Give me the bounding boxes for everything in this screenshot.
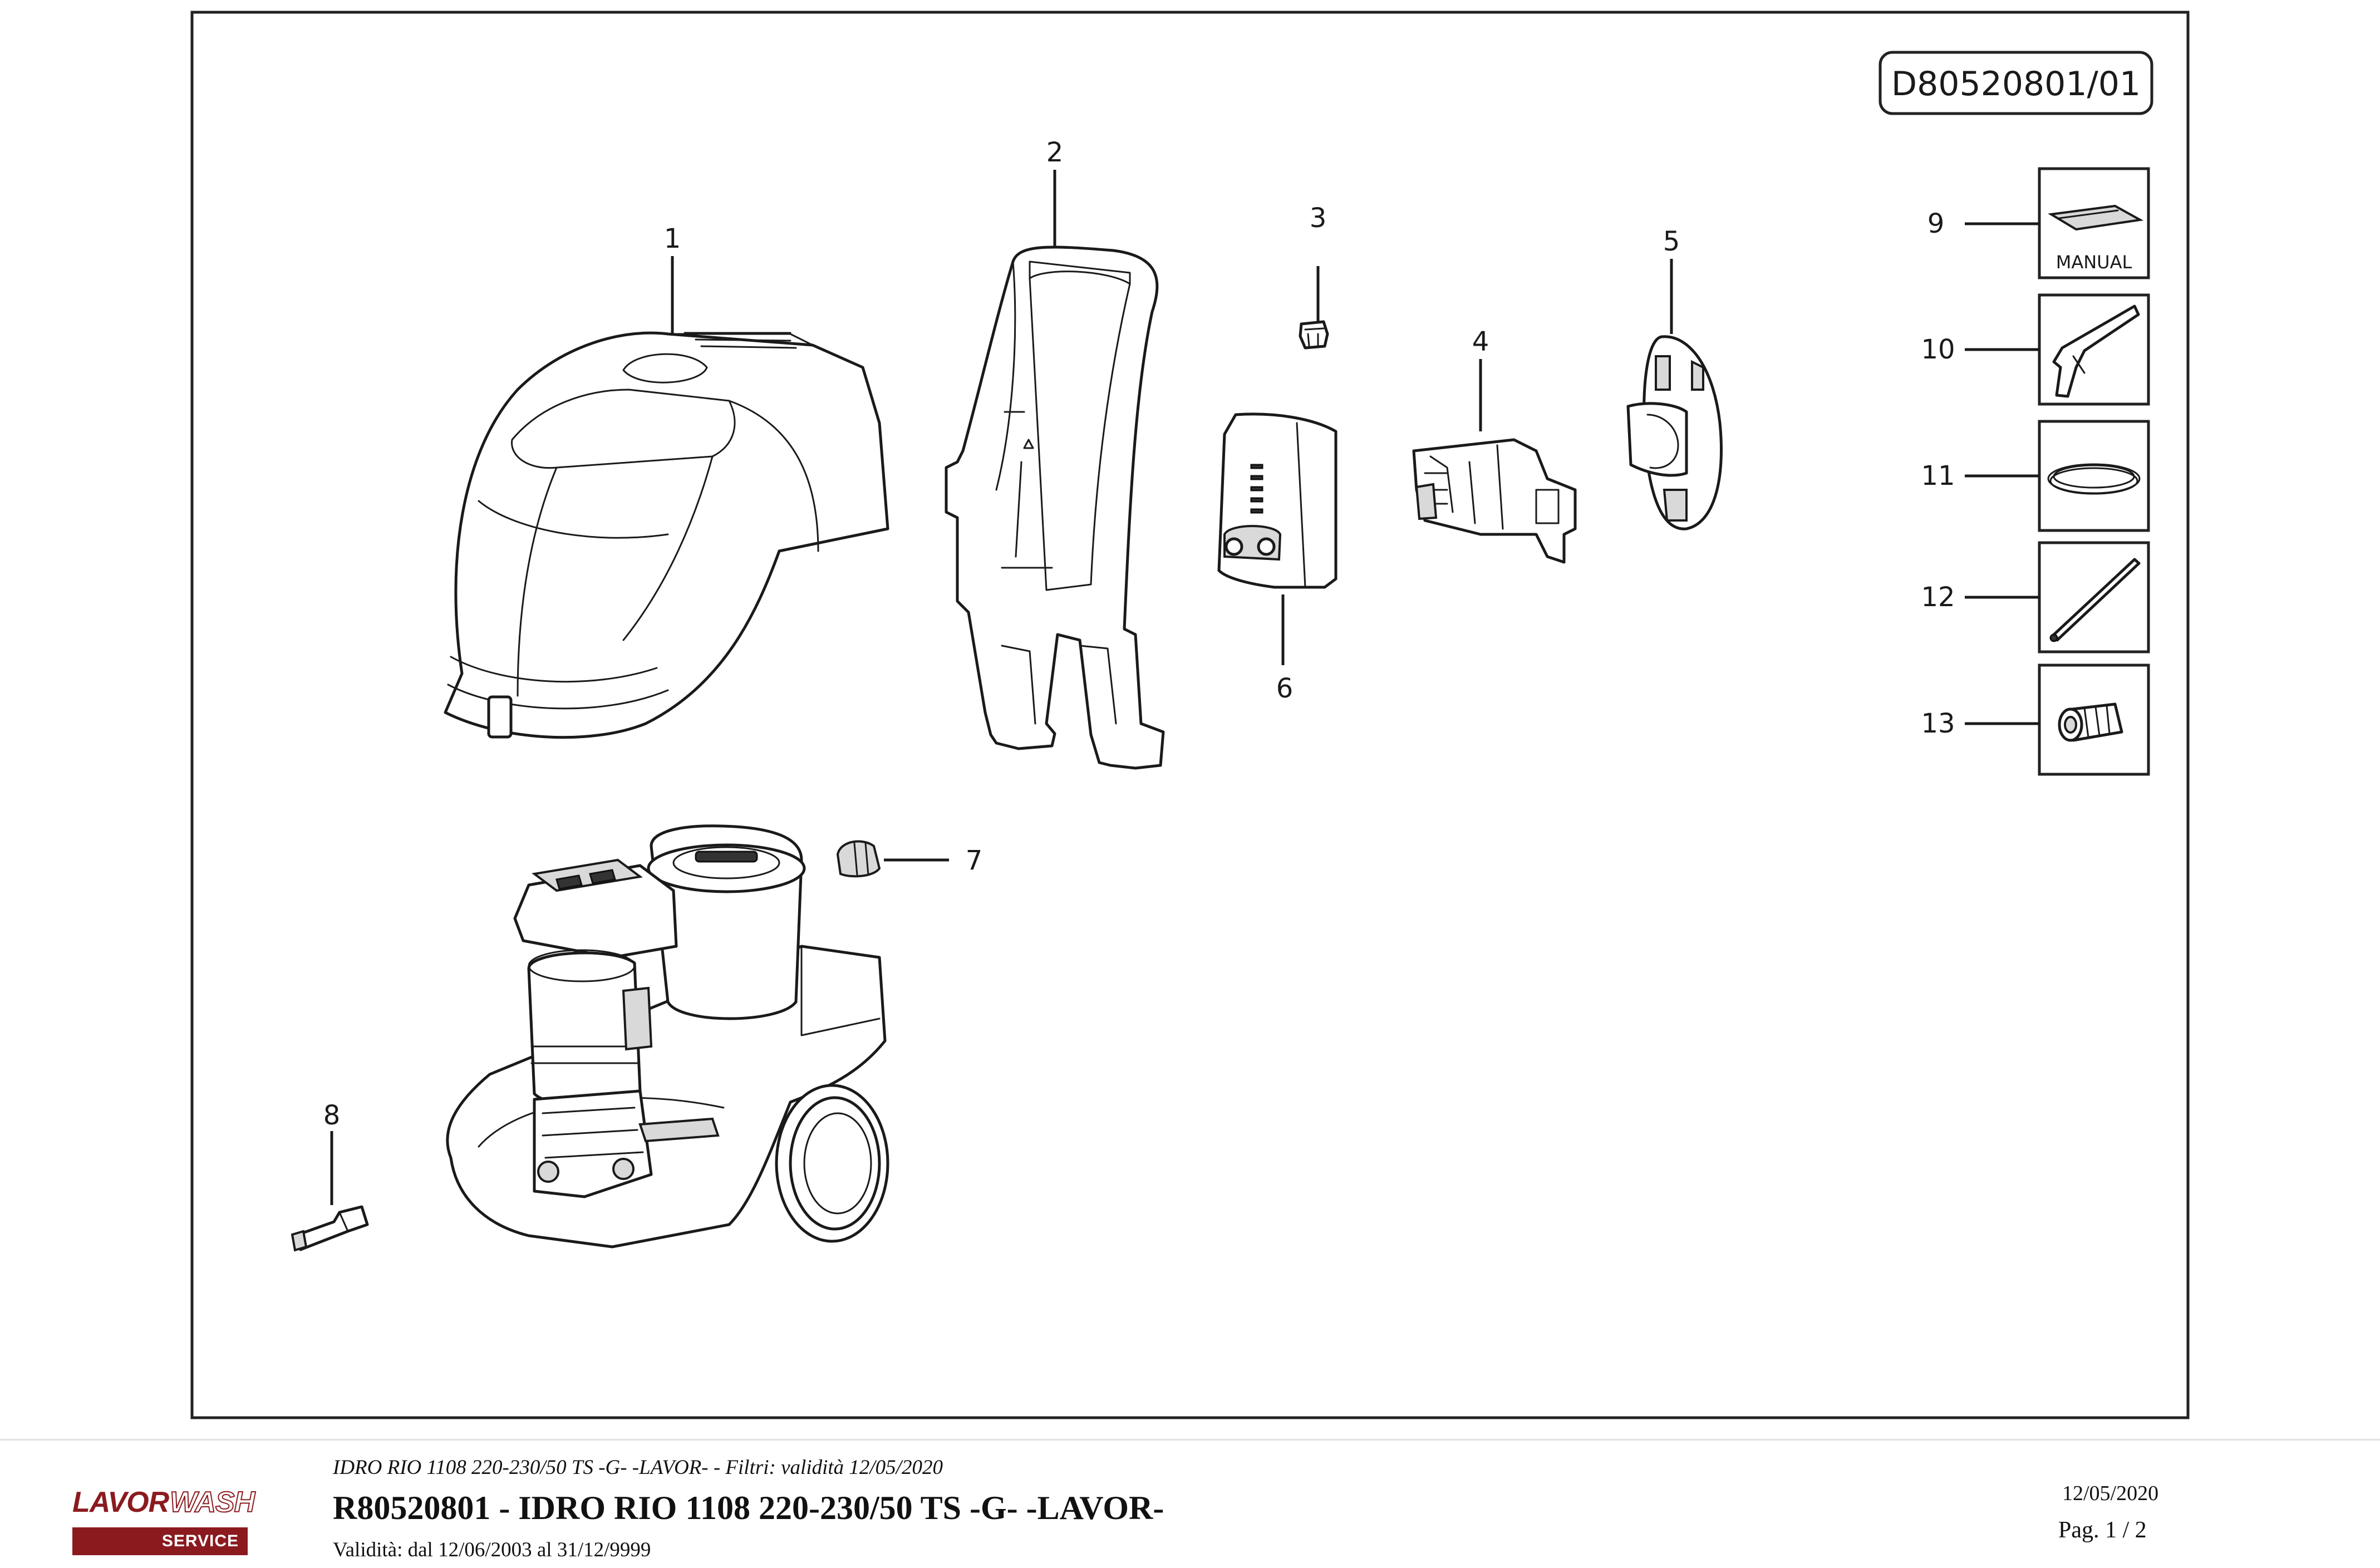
footer-divider <box>0 1439 2380 1441</box>
callout-numbers: 1 2 3 4 5 6 7 8 9 10 11 12 13 <box>323 137 1955 1131</box>
footer-page-number: Pag. 1 / 2 <box>2058 1517 2147 1543</box>
drawing-frame <box>190 11 2190 1419</box>
footer-validity: Validità: dal 12/06/2003 al 31/12/9999 <box>333 1538 651 1561</box>
footer-subtitle: IDRO RIO 1108 220-230/50 TS -G- -LAVOR- … <box>333 1456 943 1479</box>
part-4-bracket <box>1412 438 1577 564</box>
callout-2: 2 <box>1046 137 1064 168</box>
manual-label: MANUAL <box>2056 252 2132 273</box>
machine-base <box>446 824 889 1248</box>
leader-lines <box>330 170 2039 1205</box>
part-3-nut <box>1299 320 1329 350</box>
footer-title: R80520801 - IDRO RIO 1108 220-230/50 TS … <box>333 1490 1164 1526</box>
part-5-hose-hook <box>1626 335 1723 530</box>
accessory-13-quick-coupler <box>2038 663 2150 776</box>
drawing-code-box: D80520801/01 <box>1879 51 2153 115</box>
callout-4: 4 <box>1472 326 1489 357</box>
logo-brand: LAVOR <box>72 1486 169 1518</box>
callout-1: 1 <box>664 223 681 254</box>
footer-date: 12/05/2020 <box>2062 1482 2159 1505</box>
callout-9: 9 <box>1927 208 1945 239</box>
drawing-code: D80520801/01 <box>1891 65 2141 104</box>
callout-8: 8 <box>323 1100 341 1131</box>
accessory-12-lance <box>2038 541 2150 653</box>
part-1-cover <box>444 331 889 739</box>
callout-12: 12 <box>1921 582 1955 613</box>
accessory-10-spray-gun <box>2038 293 2150 406</box>
part-6-control-panel <box>1217 412 1337 589</box>
callout-5: 5 <box>1663 226 1680 257</box>
accessory-9-manual: MANUAL <box>2038 167 2150 279</box>
callout-6: 6 <box>1276 673 1294 704</box>
callout-10: 10 <box>1921 334 1955 365</box>
callout-11: 11 <box>1921 460 1955 491</box>
callout-7: 7 <box>966 845 983 876</box>
part-7-knob <box>836 840 881 878</box>
accessory-11-hose <box>2038 420 2150 532</box>
part-8-nozzle <box>291 1205 369 1252</box>
logo-brand-suffix: WASH <box>169 1486 255 1519</box>
logo-service-bar: SERVICE <box>72 1527 248 1555</box>
callout-13: 13 <box>1921 708 1955 739</box>
callout-3: 3 <box>1310 203 1327 234</box>
part-2-handle <box>945 245 1165 770</box>
